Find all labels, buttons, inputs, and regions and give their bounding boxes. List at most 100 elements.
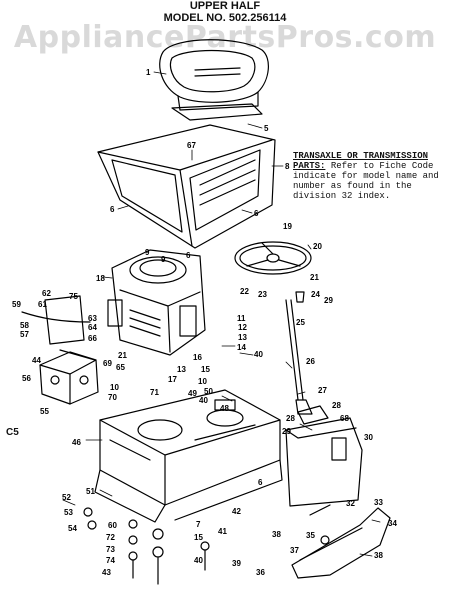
part-label-bolt-55: 55 [40, 407, 49, 416]
part-label-washer-29b: 29 [282, 427, 291, 436]
part-label-bushing: 21 [310, 273, 319, 282]
engine-drawing [107, 249, 206, 356]
part-label-shaft-lower: 26 [306, 357, 315, 366]
part-label-bolt-38b: 38 [374, 551, 383, 560]
part-label-bolt-72: 72 [106, 533, 115, 542]
part-label-pin-10b: 10 [198, 377, 207, 386]
model-number: MODEL NO. 502.256114 [163, 12, 287, 24]
part-label-spring-41: 41 [218, 527, 227, 536]
part-label-rod-48: 48 [220, 404, 229, 413]
part-label-spacer-74: 74 [106, 556, 115, 565]
transaxle-note: TRANSAXLE OR TRANSMISSION PARTS: Refer t… [293, 151, 449, 201]
part-label-nut-50: 50 [204, 387, 213, 396]
lower-hardware-drawing [83, 507, 210, 585]
diagram-title: UPPER HALF [189, 0, 261, 12]
part-label-throttle-59: 59 [12, 300, 21, 309]
steering-wheel-drawing [234, 241, 312, 275]
transaxle-drawing [39, 351, 99, 405]
part-label-nut-73: 73 [106, 545, 115, 554]
part-label-nut-40a: 40 [254, 350, 263, 359]
part-label-engine: 18 [96, 274, 105, 283]
part-label-nut-a: 6 [186, 251, 191, 260]
part-label-bracket-11: 11 [237, 314, 246, 323]
watermark: AppliancePartsPros.com [13, 20, 437, 55]
part-label-screw-35: 35 [306, 531, 315, 540]
seat-pan-drawing [171, 103, 263, 121]
part-label-pin-17: 17 [168, 375, 177, 384]
seat-drawing [159, 39, 269, 111]
part-label-hood-clip: 67 [187, 141, 196, 150]
part-label-nut-44: 44 [32, 356, 41, 365]
part-label-nut-15b: 15 [194, 533, 203, 542]
part-label-steering-shaft: 25 [296, 318, 305, 327]
part-label-lever-21b: 21 [118, 351, 127, 360]
part-label-washer-66: 66 [88, 334, 97, 343]
part-label-hood: 8 [285, 162, 290, 171]
part-label-bracket-12: 12 [238, 323, 247, 332]
part-label-spring-69: 69 [103, 359, 112, 368]
part-label-spacer-58: 58 [20, 321, 29, 330]
part-label-pin-10a: 10 [110, 383, 119, 392]
part-label-engine-bolt-a: 9 [145, 248, 150, 257]
part-label-bolt-52: 52 [62, 493, 71, 502]
part-label-bracket-42: 42 [232, 507, 241, 516]
part-label-nut-37: 37 [290, 546, 299, 555]
part-label-nut-6c: 6 [258, 478, 263, 487]
part-label-screw-32: 32 [346, 499, 355, 508]
part-label-hood-bolt-right: 6 [254, 209, 259, 218]
part-label-bolt-38a: 38 [272, 530, 281, 539]
part-label-lever-62: 62 [42, 289, 51, 298]
part-label-washer-23: 23 [258, 290, 267, 299]
part-label-washer-70: 70 [108, 393, 117, 402]
note-title: TRANSAXLE OR TRANSMISSION PARTS: [293, 151, 429, 171]
part-label-bolt-13b: 13 [177, 365, 186, 374]
part-label-arm-71: 71 [150, 388, 159, 397]
part-label-bolt-7: 7 [196, 520, 201, 529]
part-label-bolt-28b: 28 [332, 401, 341, 410]
part-label-plate-61: 61 [38, 300, 47, 309]
part-label-hood-bolt-left: 6 [110, 205, 115, 214]
part-label-plate-68: 68 [340, 414, 349, 423]
part-label-hood-screw: 5 [264, 124, 269, 133]
frame-drawing [94, 389, 283, 523]
section-code: C5 [6, 427, 19, 438]
part-label-screw-75: 75 [69, 292, 78, 301]
part-label-washer-40c: 40 [194, 556, 203, 565]
part-label-cap-screw: 29 [324, 296, 333, 305]
part-label-clip-15: 15 [201, 365, 210, 374]
part-label-pin-27: 27 [318, 386, 327, 395]
part-label-bumper-34: 34 [388, 519, 397, 528]
console-drawing [285, 405, 363, 507]
part-label-bolt-28a: 28 [286, 414, 295, 423]
bumper-drawing [291, 504, 391, 579]
part-label-steering-wheel: 20 [313, 242, 322, 251]
part-label-link-65: 65 [116, 363, 125, 372]
part-label-washer-22: 22 [240, 287, 249, 296]
part-label-frame-46: 46 [72, 438, 81, 447]
part-label-console-30: 30 [364, 433, 373, 442]
part-label-nut-43: 43 [102, 568, 111, 577]
part-label-clip-49: 49 [188, 389, 197, 398]
part-label-screw-64: 64 [88, 323, 97, 332]
note-body: Refer to Fiche Code indicate for model n… [293, 161, 439, 201]
part-label-spring-16: 16 [193, 353, 202, 362]
part-label-bolt-36: 36 [256, 568, 265, 577]
leader-lines [62, 71, 381, 557]
part-label-nut-53: 53 [64, 508, 73, 517]
part-label-screw-54: 54 [68, 524, 77, 533]
throttle-linkage-drawing [21, 295, 96, 361]
part-label-spring-13: 13 [238, 333, 247, 342]
part-label-washer-39: 39 [232, 559, 241, 568]
part-label-clip-14: 14 [237, 343, 246, 352]
part-label-screw-33: 33 [374, 498, 383, 507]
part-label-cap: 24 [311, 290, 320, 299]
hood-drawing [97, 124, 276, 249]
part-label-transaxle-56: 56 [22, 374, 31, 383]
part-label-seat: 1 [146, 68, 151, 77]
part-label-hub-screw: 19 [283, 222, 292, 231]
part-label-screw-63: 63 [88, 314, 97, 323]
part-label-washer-60: 60 [108, 521, 117, 530]
part-label-clip-51: 51 [86, 487, 95, 496]
